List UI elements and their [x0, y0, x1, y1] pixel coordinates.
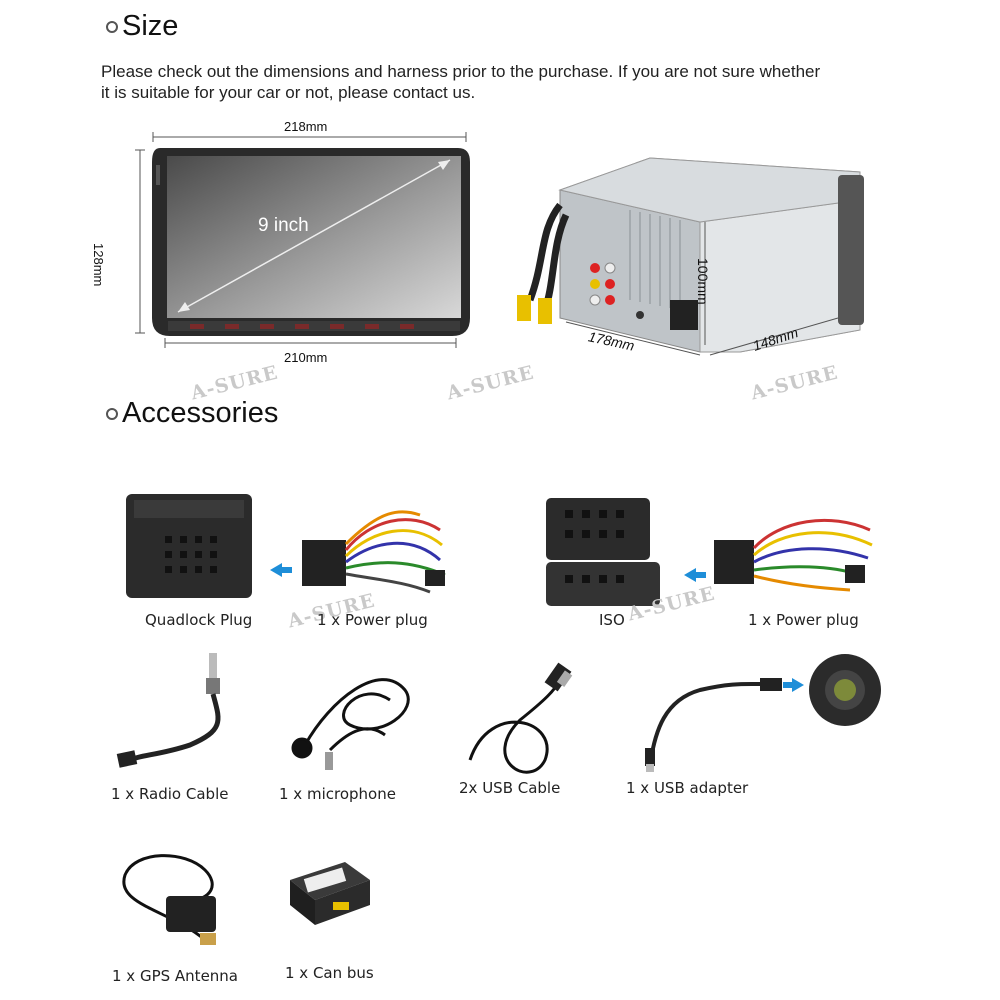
caption-can-bus: 1 x Can bus — [285, 964, 374, 982]
usb-cable-image — [468, 662, 573, 774]
arrow-left-icon — [270, 563, 292, 577]
caption-radio-cable: 1 x Radio Cable — [111, 785, 229, 803]
iso-connector-image — [546, 498, 660, 606]
circle-bullet-icon — [106, 407, 118, 420]
accessories-section-title: Accessories — [106, 397, 278, 430]
accessories-title-text: Accessories — [122, 397, 279, 429]
radio-cable-image — [116, 653, 221, 768]
intro-line-2: it is suitable for your car or not, plea… — [101, 83, 476, 102]
usb-adapter-image — [645, 678, 782, 772]
gps-antenna-image — [122, 854, 216, 945]
caption-power-plug-1: 1 x Power plug — [317, 611, 428, 629]
power-plug-image-2 — [714, 518, 873, 592]
circle-bullet-icon — [106, 20, 118, 33]
caption-power-plug-2: 1 x Power plug — [748, 611, 859, 629]
microphone-image — [291, 678, 410, 770]
caption-quadlock-plug: Quadlock Plug — [145, 611, 253, 629]
caption-microphone: 1 x microphone — [279, 785, 396, 803]
arrow-right-icon — [783, 678, 804, 692]
dim-width-bottom: 210mm — [284, 350, 328, 365]
usb-socket-image — [809, 654, 881, 726]
caption-usb-adapter: 1 x USB adapter — [626, 779, 749, 797]
dim-diagonal: 9 inch — [258, 215, 309, 236]
size-title-text: Size — [122, 10, 179, 42]
can-bus-image — [290, 862, 370, 925]
caption-gps-antenna: 1 x GPS Antenna — [112, 967, 238, 985]
intro-text: Please check out the dimensions and harn… — [101, 61, 921, 103]
size-section-title: Size — [106, 10, 178, 43]
caption-iso: ISO — [599, 611, 625, 629]
intro-line-1: Please check out the dimensions and harn… — [101, 62, 821, 81]
quadlock-plug-image — [126, 494, 252, 598]
dim-width-top: 218mm — [284, 119, 328, 134]
caption-usb-cable: 2x USB Cable — [459, 779, 561, 797]
arrow-left-icon — [684, 568, 706, 582]
power-plug-image-1 — [302, 510, 446, 594]
